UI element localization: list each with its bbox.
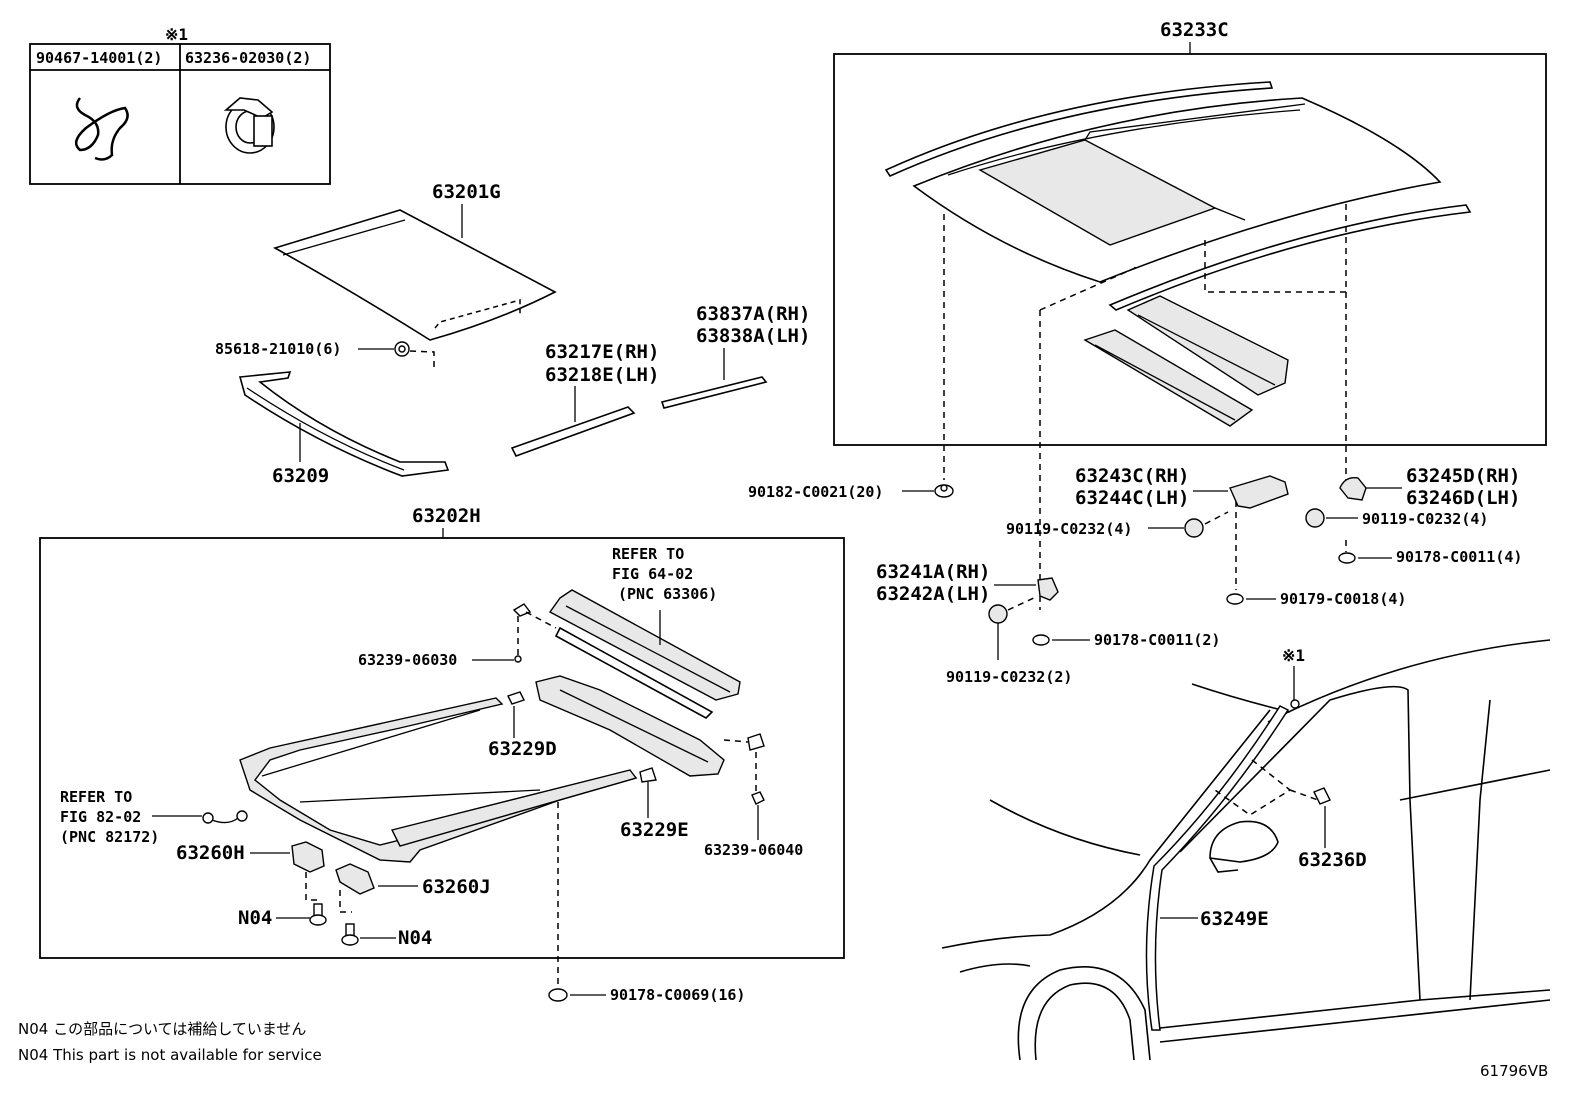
wire-clip-icon: [74, 97, 129, 161]
label-63233C[interactable]: 63233C: [1160, 19, 1229, 41]
refer1-line3[interactable]: (PNC 63306): [618, 585, 717, 603]
grommet-90119-a: [1184, 518, 1204, 538]
label-63209[interactable]: 63209: [272, 465, 329, 487]
nut-90178-c: [548, 988, 568, 1002]
frame-63233C: [833, 53, 1547, 446]
nut-90178-a: [1338, 552, 1356, 564]
part-63837A[interactable]: [660, 376, 768, 409]
label-90178-b[interactable]: 90178-C0011(2): [1094, 631, 1220, 649]
refer1-line1: REFER TO: [612, 545, 684, 563]
bolt-n04-a: [309, 903, 327, 926]
label-63239-06030[interactable]: 63239-06030: [358, 651, 457, 669]
motor-63260H[interactable]: [291, 841, 325, 873]
label-63243C[interactable]: 63243C(RH): [1075, 465, 1189, 487]
nut-90182: [934, 484, 954, 498]
note-jp: N04 この部品については補給していません: [18, 1020, 306, 1038]
bolt-n04-b: [341, 923, 359, 946]
car-side-view: [941, 639, 1551, 1061]
label-63837A[interactable]: 63837A(RH): [696, 303, 810, 325]
sunroof-frame-63202H[interactable]: [239, 589, 765, 863]
refer2-line3[interactable]: (PNC 82172): [60, 828, 159, 846]
label-63202H[interactable]: 63202H: [412, 505, 481, 527]
label-63245D[interactable]: 63245D(RH): [1406, 465, 1520, 487]
bracket-63245D[interactable]: [1339, 477, 1367, 501]
car-mark: ※1: [1282, 646, 1305, 665]
nut-90179: [1226, 593, 1244, 605]
label-63241A[interactable]: 63241A(RH): [876, 561, 990, 583]
label-63218E[interactable]: 63218E(LH): [545, 364, 659, 386]
label-63249E[interactable]: 63249E: [1200, 908, 1269, 930]
bracket-63243C[interactable]: [1229, 475, 1289, 509]
clip-table-col2[interactable]: 63236-02030(2): [185, 49, 311, 67]
label-63246D[interactable]: 63246D(LH): [1406, 487, 1520, 509]
label-63229E[interactable]: 63229E: [620, 819, 689, 841]
refer2-line1: REFER TO: [60, 788, 132, 806]
roof-assembly-63233C[interactable]: [884, 81, 1472, 427]
bracket-63241A[interactable]: [1037, 577, 1059, 601]
clip-table: ※1 90467-14001(2) 63236-02030(2): [29, 25, 331, 185]
grommet-90119-c: [988, 604, 1008, 624]
part-63209[interactable]: [238, 371, 450, 477]
connector-82-02: [202, 810, 248, 824]
label-63217E[interactable]: 63217E(RH): [545, 341, 659, 363]
label-90179[interactable]: 90179-C0018(4): [1280, 590, 1406, 608]
clip-table-mark: ※1: [165, 25, 188, 44]
label-n04-a[interactable]: N04: [238, 907, 272, 929]
label-63201G[interactable]: 63201G: [432, 181, 501, 203]
part-63217E[interactable]: [510, 406, 636, 457]
clip-table-col1[interactable]: 90467-14001(2): [36, 49, 162, 67]
label-63236D[interactable]: 63236D: [1298, 849, 1367, 871]
refer1-line2[interactable]: FIG 64-02: [612, 565, 693, 583]
label-63244C[interactable]: 63244C(LH): [1075, 487, 1189, 509]
grommet-90119-b: [1305, 508, 1325, 528]
roof-panel-63201G[interactable]: [272, 209, 557, 341]
label-90182[interactable]: 90182-C0021(20): [748, 483, 883, 501]
label-90119-b[interactable]: 90119-C0232(4): [1362, 510, 1488, 528]
label-90178-a[interactable]: 90178-C0011(4): [1396, 548, 1522, 566]
note-en: N04 This part is not available for servi…: [18, 1046, 322, 1064]
label-63260J[interactable]: 63260J: [422, 876, 491, 898]
label-63242A[interactable]: 63242A(LH): [876, 583, 990, 605]
band-clamp-icon: [223, 97, 275, 154]
label-63838A[interactable]: 63838A(LH): [696, 325, 810, 347]
label-90119-a[interactable]: 90119-C0232(4): [1006, 520, 1132, 538]
label-90178-c[interactable]: 90178-C0069(16): [610, 986, 745, 1004]
clip-85618: [394, 341, 410, 357]
refer2-line2[interactable]: FIG 82-02: [60, 808, 141, 826]
label-85618[interactable]: 85618-21010(6): [215, 340, 341, 358]
label-63239-06040[interactable]: 63239-06040: [704, 841, 803, 859]
nut-90178-b: [1032, 634, 1050, 646]
label-63229D[interactable]: 63229D: [488, 738, 557, 760]
label-n04-b[interactable]: N04: [398, 927, 432, 949]
figure-id: 61796VB: [1480, 1062, 1548, 1080]
motor-63260J[interactable]: [335, 863, 375, 895]
label-90119-c[interactable]: 90119-C0232(2): [946, 668, 1072, 686]
label-63260H[interactable]: 63260H: [176, 842, 245, 864]
frame-63202H: [39, 537, 845, 959]
